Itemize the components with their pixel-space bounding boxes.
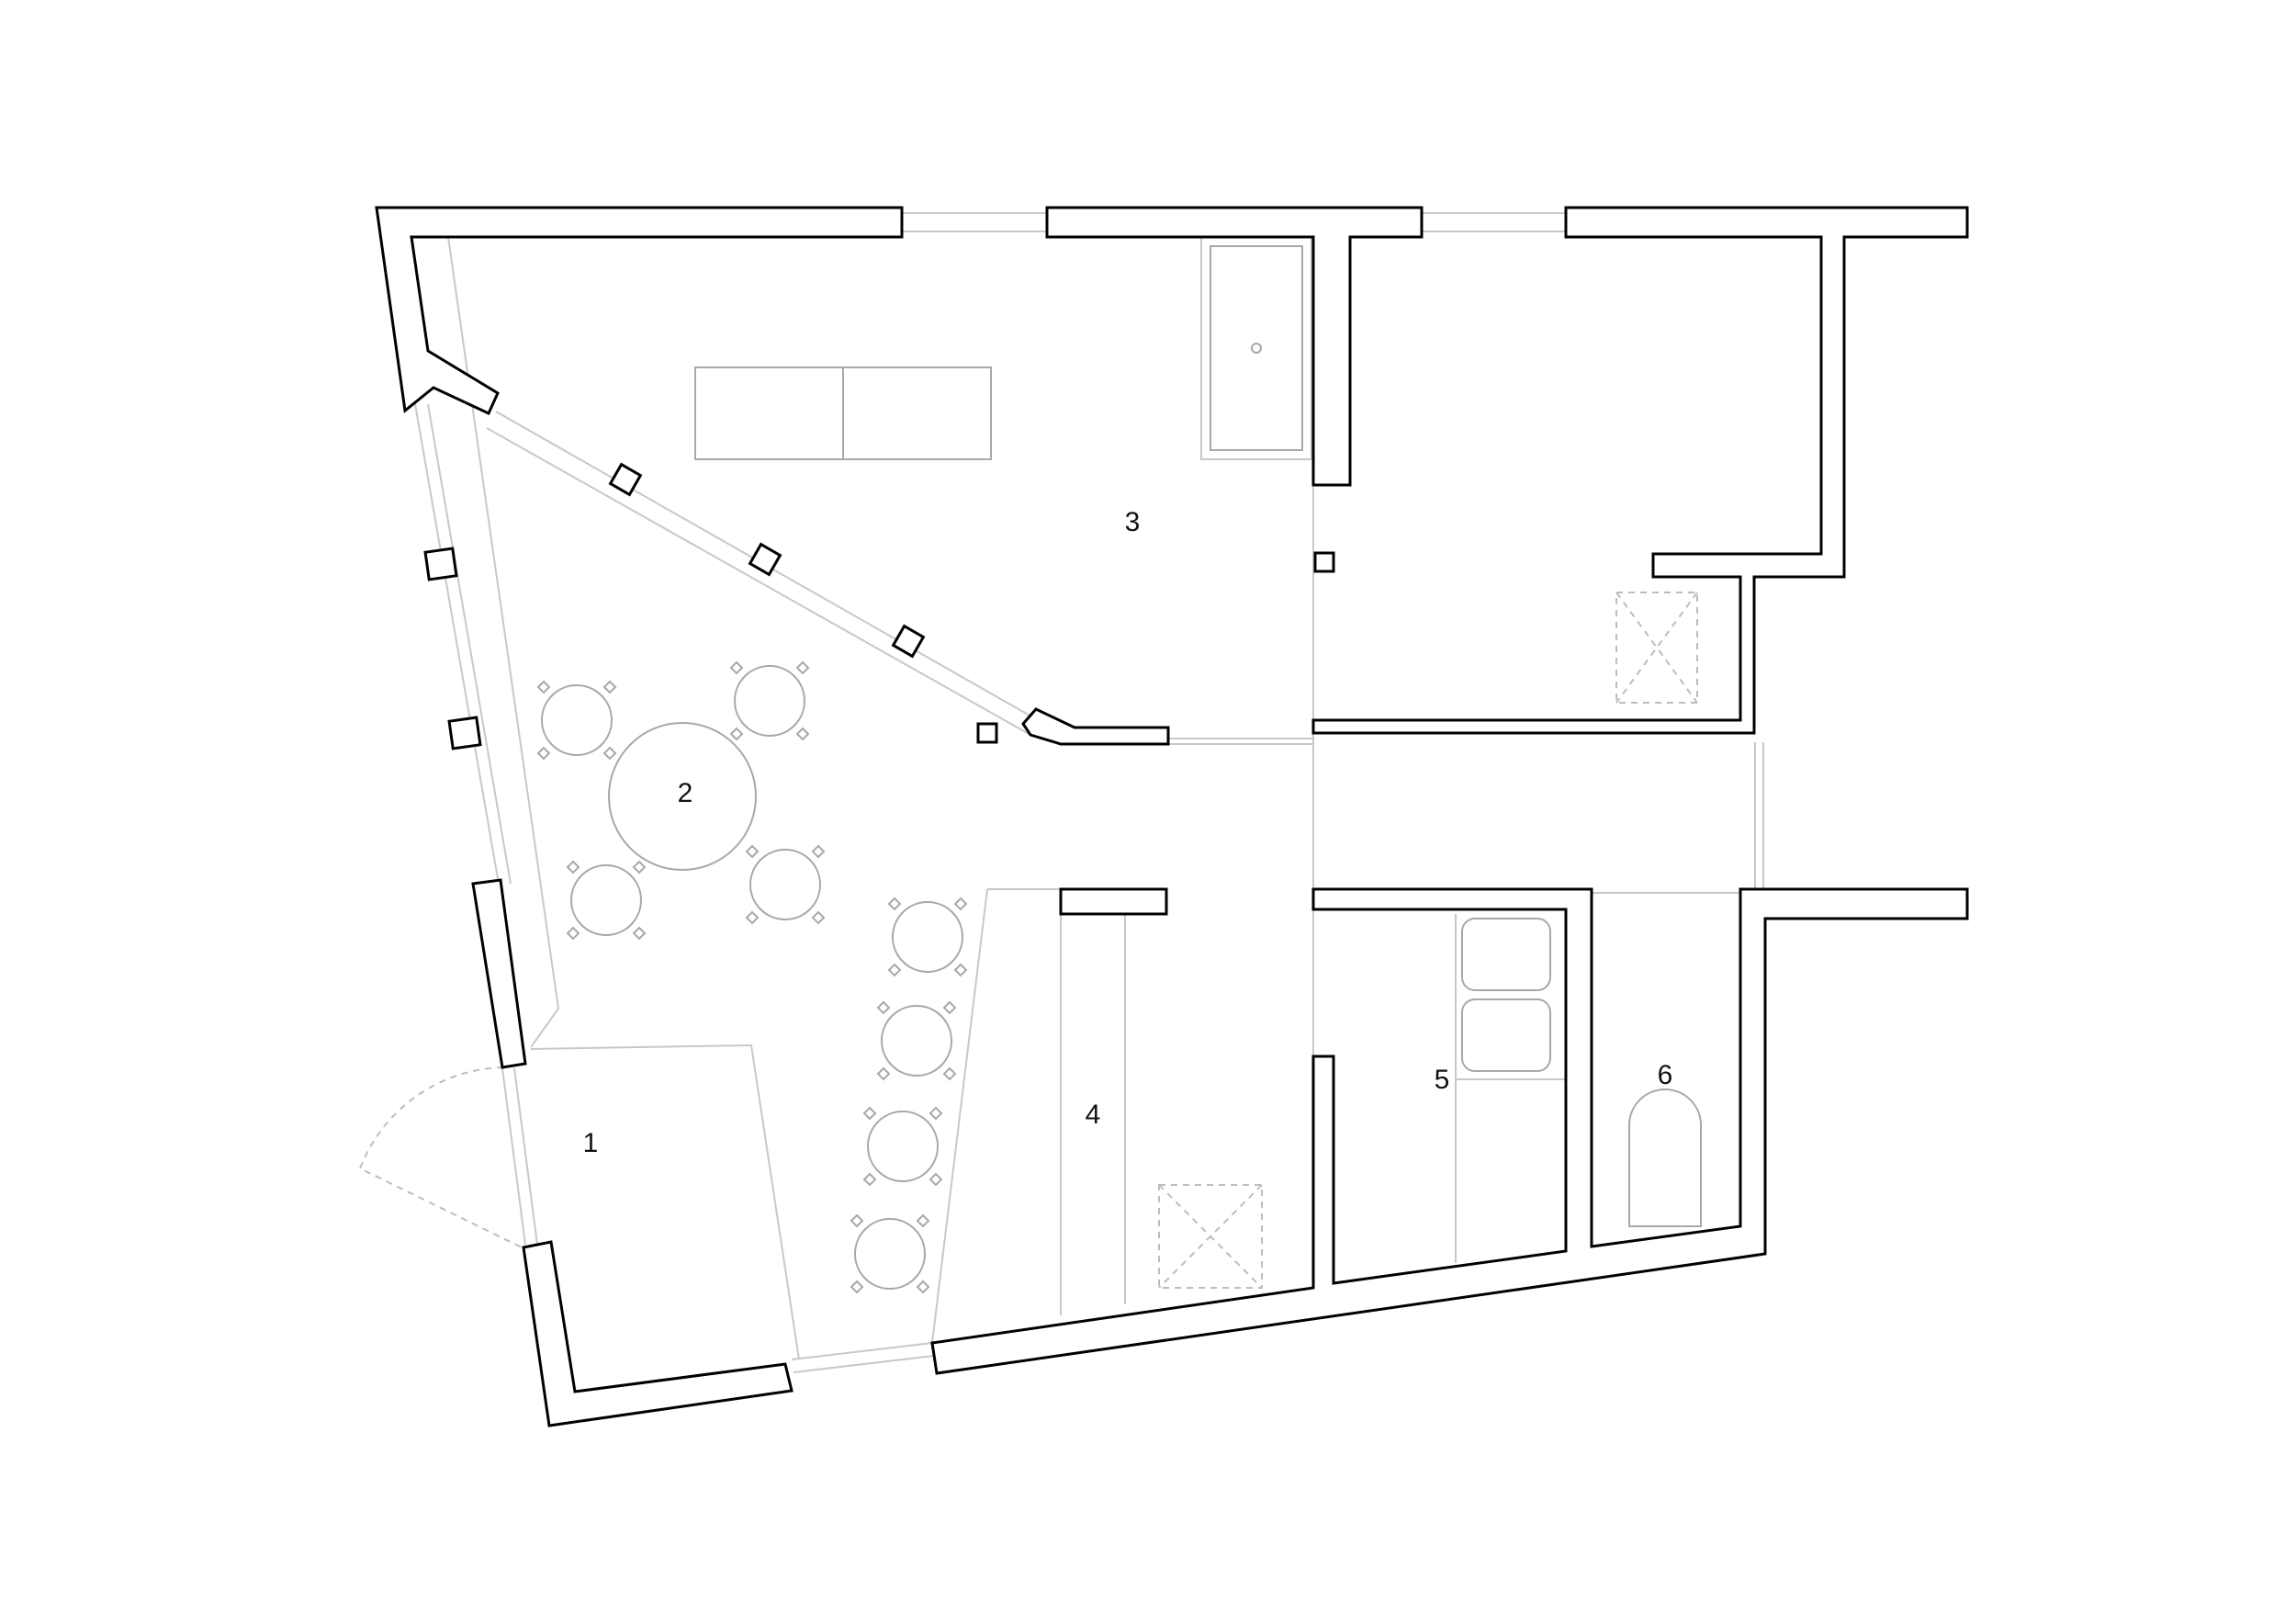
chair-seat bbox=[749, 849, 821, 920]
room-labels: 1 2 3 4 5 6 bbox=[583, 507, 1673, 1158]
diagonal-window-b bbox=[486, 427, 1031, 736]
wall-left-lower bbox=[471, 878, 527, 1069]
chair-leg bbox=[602, 746, 617, 761]
chair-leg bbox=[811, 844, 826, 859]
chair bbox=[729, 660, 810, 741]
round-table bbox=[608, 722, 757, 871]
chair-seat bbox=[881, 1005, 952, 1077]
thin-lines bbox=[414, 212, 1764, 1373]
facade-window-left-b bbox=[427, 403, 512, 885]
column-room3 bbox=[1313, 551, 1335, 573]
chair-leg bbox=[916, 1213, 930, 1228]
chair-leg bbox=[745, 844, 760, 859]
wall-top-left-corner bbox=[375, 206, 904, 415]
chair-leg bbox=[602, 680, 617, 694]
shaft-room3-x1 bbox=[1615, 592, 1698, 704]
chair-leg bbox=[953, 963, 968, 977]
chair-leg bbox=[632, 860, 647, 874]
facade-window-lower-a bbox=[501, 1067, 526, 1246]
chair bbox=[566, 860, 647, 941]
bottom-window-a bbox=[791, 1342, 933, 1360]
walls bbox=[375, 206, 1969, 1427]
chair-leg bbox=[862, 1172, 877, 1187]
room-label-4: 4 bbox=[1086, 1100, 1101, 1130]
mullion-4 bbox=[423, 547, 458, 581]
room-label-3: 3 bbox=[1125, 507, 1141, 537]
furniture bbox=[608, 245, 1702, 1227]
facade-window-lower-b bbox=[513, 1067, 538, 1246]
wall-bottom-right bbox=[930, 887, 1969, 1375]
chair-leg bbox=[566, 926, 580, 941]
column-room2 bbox=[976, 722, 998, 744]
pillars bbox=[423, 462, 1335, 750]
entrance-outline bbox=[530, 1043, 800, 1360]
chair-seat bbox=[867, 1111, 939, 1182]
chair bbox=[862, 1106, 943, 1187]
chair-seat bbox=[892, 901, 963, 973]
mullion-3 bbox=[891, 624, 926, 659]
chair-leg bbox=[795, 660, 810, 675]
chair-leg bbox=[916, 1280, 930, 1294]
sink-drain bbox=[1251, 343, 1262, 354]
room-label-1: 1 bbox=[583, 1128, 599, 1158]
mullion-5 bbox=[447, 716, 482, 750]
chair-leg bbox=[850, 1213, 864, 1228]
wall-bottom-left bbox=[522, 1240, 793, 1427]
chair-leg bbox=[876, 1000, 891, 1015]
chair-leg bbox=[887, 963, 902, 977]
facade-window-left-a bbox=[414, 403, 500, 885]
chair-leg bbox=[929, 1106, 943, 1121]
dashed-elements bbox=[358, 592, 1698, 1289]
wall-top-right bbox=[1311, 206, 1969, 735]
chair-leg bbox=[942, 1066, 957, 1081]
wall-stub-room4 bbox=[1059, 887, 1168, 916]
shaft-room4 bbox=[1158, 1184, 1263, 1289]
room-label-5: 5 bbox=[1435, 1065, 1450, 1095]
mullion-2 bbox=[748, 542, 782, 577]
chair-leg bbox=[745, 910, 760, 925]
chair-leg bbox=[862, 1106, 877, 1121]
chair-leg bbox=[850, 1280, 864, 1294]
room-label-2: 2 bbox=[678, 778, 693, 808]
chair-seat bbox=[854, 1218, 926, 1290]
sink-unit-upper bbox=[1461, 918, 1551, 991]
room4-slope bbox=[931, 888, 988, 1344]
floor-edge-left bbox=[447, 236, 560, 1048]
chair-leg bbox=[887, 897, 902, 911]
chair-seat bbox=[570, 864, 642, 936]
chair-leg bbox=[566, 860, 580, 874]
chair-leg bbox=[953, 897, 968, 911]
chair bbox=[876, 1000, 957, 1081]
shaft-room4-x2 bbox=[1158, 1184, 1263, 1289]
toilet bbox=[1628, 1088, 1702, 1227]
chair bbox=[887, 897, 968, 977]
entrance-door-swing bbox=[358, 1066, 523, 1248]
chair bbox=[536, 680, 617, 761]
shaft-room3 bbox=[1615, 592, 1698, 704]
chair-leg bbox=[729, 727, 744, 741]
chair-leg bbox=[811, 910, 826, 925]
mullion-1 bbox=[608, 462, 643, 497]
chair-leg bbox=[536, 680, 551, 694]
chair-leg bbox=[929, 1172, 943, 1187]
chair-leg bbox=[729, 660, 744, 675]
wall-diagonal-end bbox=[1021, 707, 1170, 746]
chairs-group bbox=[536, 660, 968, 1294]
chair-leg bbox=[536, 746, 551, 761]
chair-seat bbox=[734, 665, 805, 737]
wall-top-middle bbox=[1045, 206, 1424, 487]
chair bbox=[745, 844, 826, 925]
chair-leg bbox=[876, 1066, 891, 1081]
chair bbox=[850, 1213, 930, 1294]
room-label-6: 6 bbox=[1658, 1060, 1673, 1090]
shaft-room3-x2 bbox=[1615, 592, 1698, 704]
chair-leg bbox=[632, 926, 647, 941]
chair-leg bbox=[795, 727, 810, 741]
sink-unit-lower bbox=[1461, 998, 1551, 1072]
chair-seat bbox=[541, 684, 613, 756]
bottom-window-b bbox=[793, 1355, 935, 1373]
chair-leg bbox=[942, 1000, 957, 1015]
